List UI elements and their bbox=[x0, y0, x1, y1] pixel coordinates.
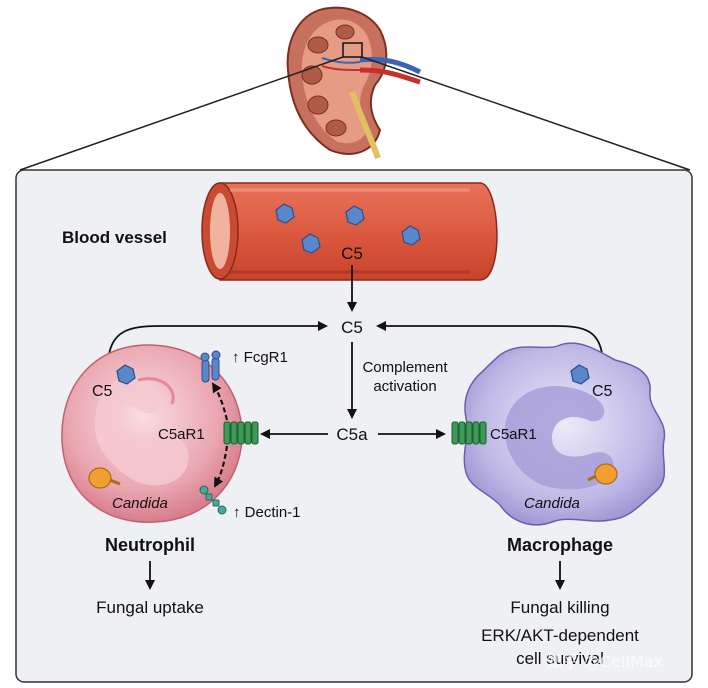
arrow-c5ar1-to-dectin1 bbox=[214, 445, 229, 488]
complement-activation-line1: Complement bbox=[362, 359, 448, 376]
arrow-c5ar1-to-fcgr1 bbox=[211, 382, 229, 421]
dectin1-label: ↑ Dectin-1 bbox=[233, 504, 301, 521]
macrophage-label: Macrophage bbox=[507, 535, 613, 555]
fcgr1-label: ↑ FcgR1 bbox=[232, 349, 288, 366]
blood-vessel bbox=[201, 182, 498, 281]
kidney-illustration bbox=[286, 6, 422, 159]
c5ar1-macrophage-label: C5aR1 bbox=[490, 426, 537, 443]
erk-akt-line1: ERK/AKT-dependent bbox=[481, 626, 639, 645]
dectin1-receptor-icon bbox=[199, 485, 227, 515]
zoom-line-right bbox=[361, 56, 691, 171]
c5-macrophage-label: C5 bbox=[592, 383, 613, 400]
detail-panel bbox=[15, 169, 693, 683]
candida-macrophage-icon bbox=[587, 463, 618, 485]
arrow-neutrophil-to-c5 bbox=[107, 321, 328, 363]
c5a-label: C5a bbox=[336, 425, 368, 444]
c5-center-label: C5 bbox=[341, 318, 363, 337]
c5ar1-neutrophil-label: C5aR1 bbox=[158, 426, 205, 443]
erk-akt-line2: cell survival bbox=[516, 649, 604, 668]
c5ar1-neutrophil-receptor-icon bbox=[223, 421, 259, 445]
watermark: 知乎 @CellMax bbox=[547, 652, 663, 671]
candida-neutrophil-label: Candida bbox=[112, 495, 168, 512]
fungal-killing-label: Fungal killing bbox=[510, 598, 609, 617]
c5-vessel-label: C5 bbox=[341, 244, 363, 263]
neutrophil-label: Neutrophil bbox=[105, 535, 195, 555]
c5ar1-macrophage-receptor-icon bbox=[451, 421, 487, 445]
zoom-line-left bbox=[19, 56, 344, 171]
complement-activation-line2: activation bbox=[373, 378, 436, 395]
fungal-uptake-label: Fungal uptake bbox=[96, 598, 204, 617]
c5-on-macrophage-icon bbox=[570, 364, 590, 385]
c5-neutrophil-label: C5 bbox=[92, 383, 113, 400]
c5-molecules bbox=[275, 203, 421, 254]
fcgr1-receptor-icon bbox=[200, 350, 221, 383]
c5-on-neutrophil-icon bbox=[116, 364, 136, 385]
candida-macrophage-label: Candida bbox=[524, 495, 580, 512]
candida-neutrophil-icon bbox=[88, 467, 121, 489]
blood-vessel-label: Blood vessel bbox=[62, 228, 167, 247]
